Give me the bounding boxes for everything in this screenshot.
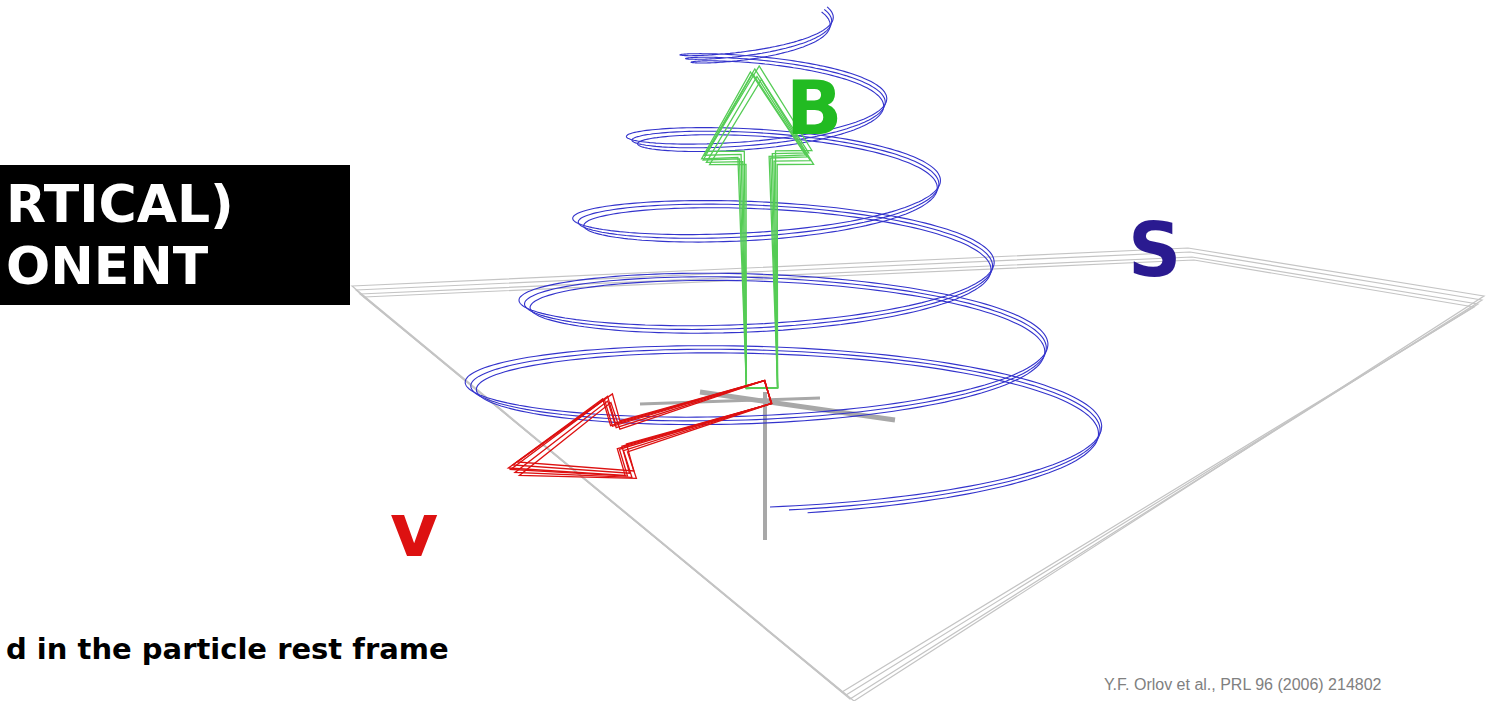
velocity-arrow	[508, 380, 771, 478]
citation: Y.F. Orlov et al., PRL 96 (2006) 214802	[1104, 676, 1382, 694]
vector-label: S	[1128, 210, 1181, 291]
spiral-stroke	[465, 7, 1101, 507]
spiral-stroke	[476, 12, 1098, 513]
title-box: RTICAL) ONENT	[0, 165, 350, 305]
arrow-stroke	[515, 381, 772, 478]
horizontal-plane	[352, 248, 1484, 701]
spin-spiral	[465, 7, 1101, 513]
vector-label: B	[786, 68, 842, 149]
arrow-stroke	[508, 381, 771, 476]
caption-text: d in the particle rest frame	[6, 634, 449, 666]
arrow-stroke	[511, 381, 772, 477]
vector-label: v	[390, 490, 438, 571]
box-heading: RTICAL) ONENT	[6, 173, 326, 297]
arrow-stroke	[513, 381, 772, 474]
spiral-stroke	[471, 9, 1100, 510]
arrow-stroke	[519, 381, 771, 479]
arrow-stroke	[517, 380, 771, 471]
axes	[640, 392, 895, 540]
